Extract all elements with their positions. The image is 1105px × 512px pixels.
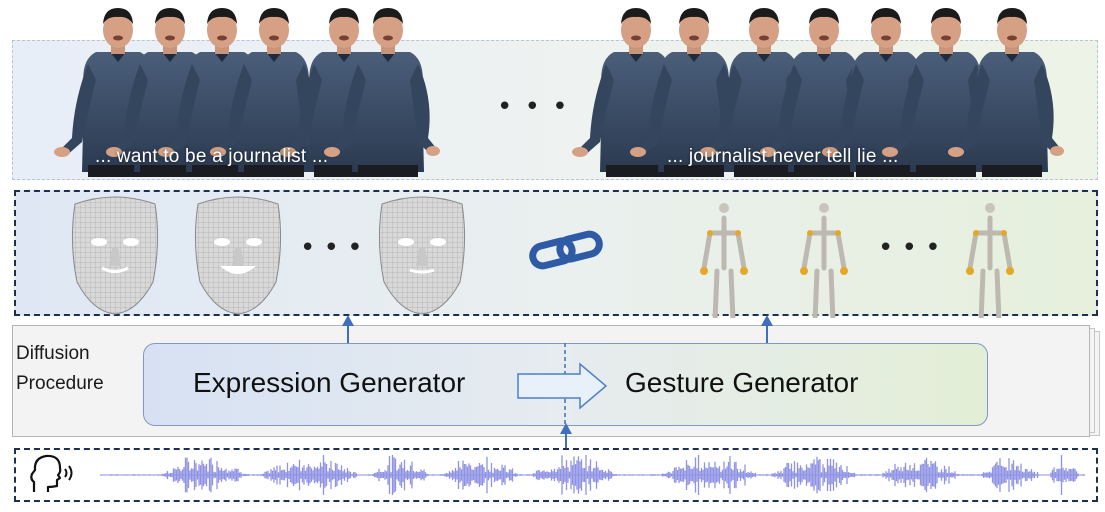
- diffusion-label-line2: Procedure: [16, 373, 104, 394]
- video-ellipsis: • • •: [497, 92, 570, 122]
- caption-left: ... want to be a journalist ...: [95, 146, 329, 167]
- caption-right: ... journalist never tell lie ...: [667, 146, 899, 167]
- face-body-motion-panel: [14, 190, 1098, 316]
- speaking-head-icon: [30, 454, 73, 492]
- flow-arrow: [517, 362, 608, 410]
- link-icon: [529, 230, 603, 270]
- diffusion-label-line1: Diffusion: [16, 343, 90, 364]
- waveform-trace: [100, 455, 1085, 495]
- audio-waveform: [100, 455, 1085, 495]
- diffusion-procedure-label: Diffusion Procedure: [16, 339, 136, 399]
- body-ellipsis: • • •: [878, 233, 941, 263]
- face-ellipsis: • • •: [300, 233, 363, 263]
- expression-generator-label: Expression Generator: [193, 367, 466, 398]
- motion-graphics: • • • • • •: [71, 196, 1105, 318]
- gesture-generator-label: Gesture Generator: [625, 367, 859, 398]
